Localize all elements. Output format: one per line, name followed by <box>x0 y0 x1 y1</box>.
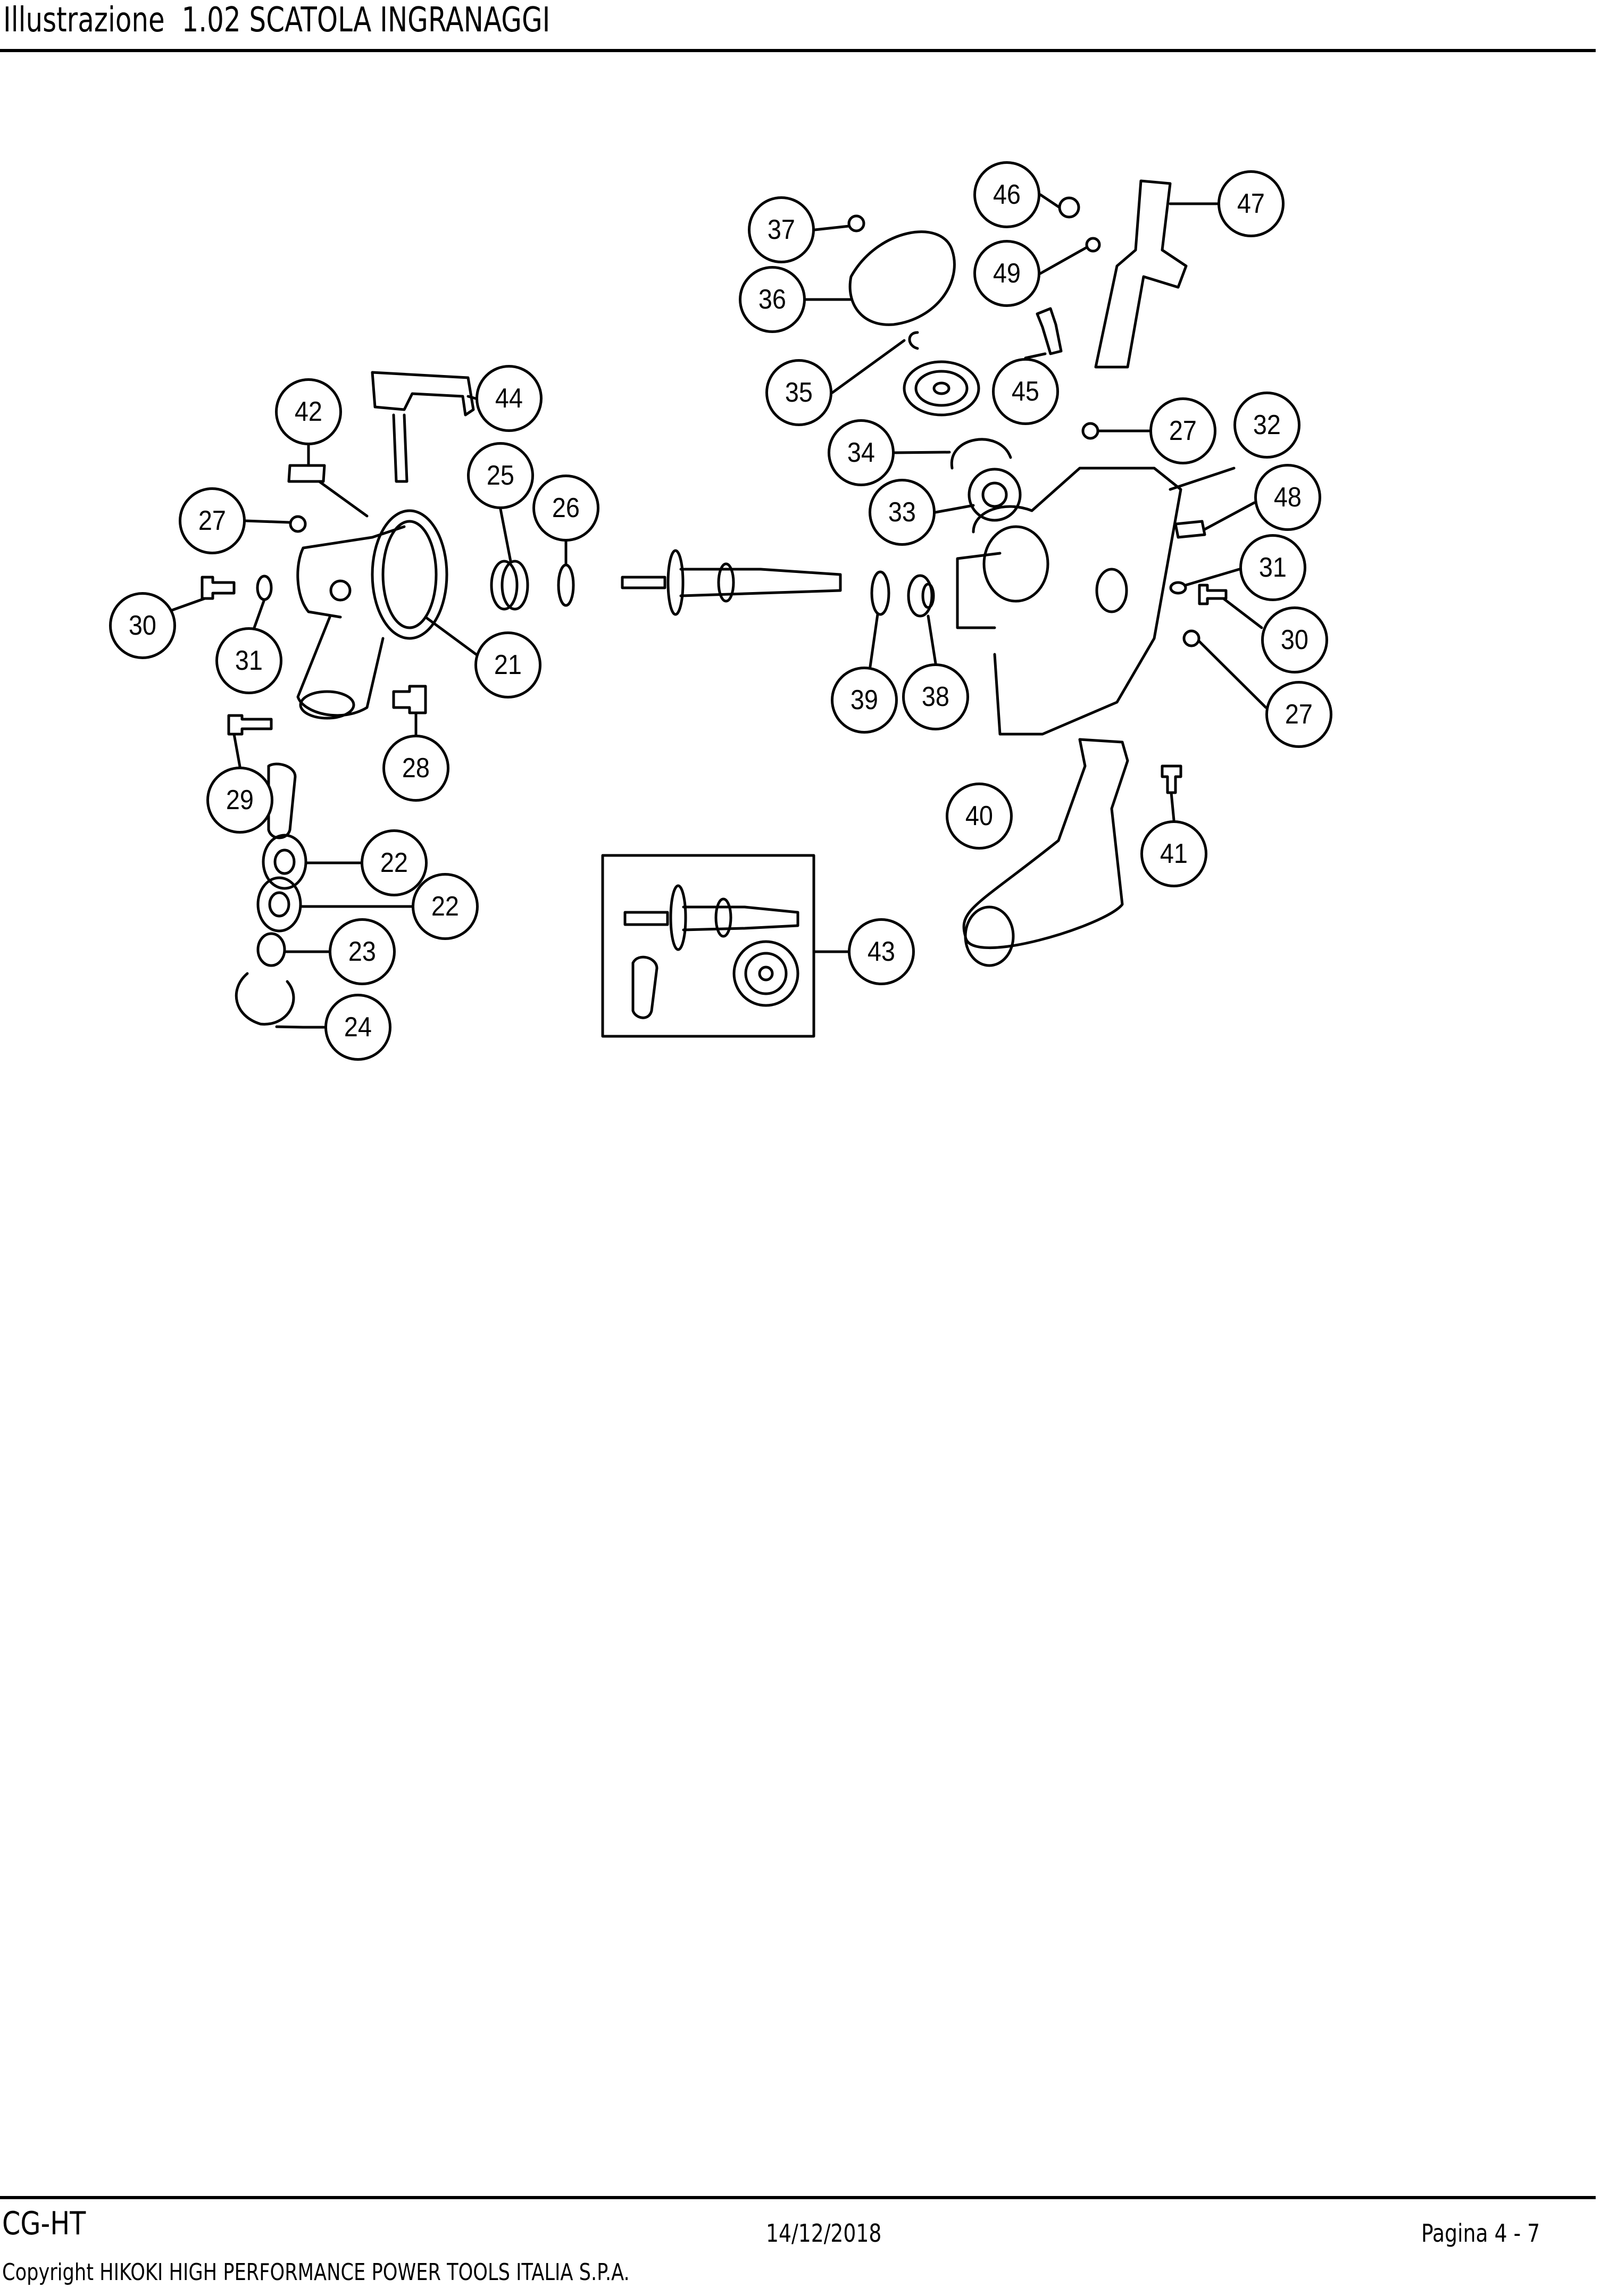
callout-46: 46 <box>973 161 1040 228</box>
callout-25: 25 <box>467 442 534 509</box>
callout-39: 39 <box>831 667 898 734</box>
callout-27: 27 <box>1149 397 1216 464</box>
footer-rule <box>0 2196 1596 2199</box>
callout-43: 43 <box>848 918 915 985</box>
callout-31: 31 <box>215 627 282 694</box>
footer-page-number: Pagina 4 - 7 <box>1421 2219 1540 2248</box>
callout-41: 41 <box>1140 820 1207 887</box>
footer-copyright: Copyright HIKOKI HIGH PERFORMANCE POWER … <box>2 2259 630 2286</box>
callout-31: 31 <box>1239 534 1306 601</box>
callout-27: 27 <box>1265 681 1332 748</box>
callout-32: 32 <box>1233 392 1300 459</box>
callout-21: 21 <box>474 631 541 698</box>
callout-27: 27 <box>179 487 246 554</box>
callout-44: 44 <box>476 365 543 432</box>
page-title: Illustrazione 1.02 SCATOLA INGRANAGGI <box>3 1 551 40</box>
callout-28: 28 <box>382 735 449 802</box>
callout-24: 24 <box>324 994 391 1061</box>
callout-49: 49 <box>973 240 1040 307</box>
callout-47: 47 <box>1218 170 1285 237</box>
callout-45: 45 <box>992 358 1059 425</box>
callout-35: 35 <box>765 359 832 426</box>
knob-44 <box>371 371 475 417</box>
callout-36: 36 <box>739 266 806 333</box>
header-rule <box>0 49 1596 52</box>
callout-33: 33 <box>869 479 936 546</box>
callout-29: 29 <box>206 767 273 834</box>
callout-42: 42 <box>275 378 342 445</box>
callout-48: 48 <box>1254 464 1321 531</box>
callout-26: 26 <box>532 475 599 542</box>
callout-30: 30 <box>1261 606 1328 673</box>
callout-22: 22 <box>412 873 479 940</box>
callout-37: 37 <box>748 196 815 263</box>
footer-date: 14/12/2018 <box>766 2219 882 2248</box>
callout-30: 30 <box>109 592 176 659</box>
callout-38: 38 <box>902 663 969 730</box>
callout-22: 22 <box>361 829 428 896</box>
callout-34: 34 <box>828 419 895 486</box>
callout-40: 40 <box>946 783 1013 850</box>
footer-model: CG-HT <box>2 2205 86 2242</box>
callout-23: 23 <box>329 918 396 985</box>
